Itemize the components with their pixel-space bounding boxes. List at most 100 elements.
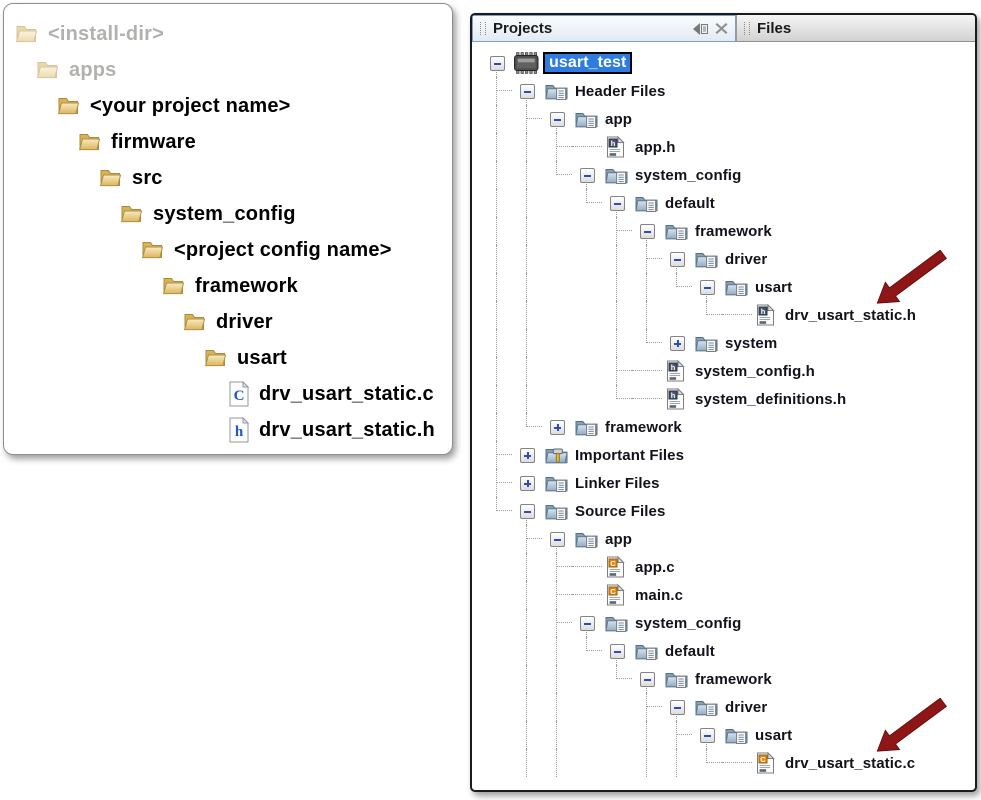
- collapse-minus-icon[interactable]: [639, 671, 655, 687]
- tree-node-label[interactable]: Linker Files: [575, 474, 660, 492]
- file-h-icon[interactable]: h: [752, 301, 780, 329]
- tree-row[interactable]: C main.c: [472, 581, 975, 609]
- folder-important-icon[interactable]: [542, 441, 570, 469]
- folder-icon[interactable]: [572, 413, 600, 441]
- folder-icon[interactable]: [542, 77, 570, 105]
- collapse-minus-icon[interactable]: [489, 55, 505, 71]
- tree-node-label[interactable]: default: [665, 642, 715, 660]
- folder-icon[interactable]: [602, 609, 630, 637]
- tree-row[interactable]: system_config: [472, 609, 975, 637]
- tree-node-label[interactable]: system: [725, 334, 778, 352]
- tab-files[interactable]: Files: [736, 15, 975, 42]
- expand-plus-icon[interactable]: [669, 335, 685, 351]
- tree-row[interactable]: default: [472, 189, 975, 217]
- folder-icon[interactable]: [692, 693, 720, 721]
- tree-row[interactable]: driver: [472, 693, 975, 721]
- file-c-icon[interactable]: C: [602, 581, 630, 609]
- tree-node-label[interactable]: system_config: [635, 614, 742, 632]
- tree-node-label[interactable]: system_config: [635, 166, 742, 184]
- folder-icon[interactable]: [602, 161, 630, 189]
- tree-row[interactable]: h system_definitions.h: [472, 385, 975, 413]
- tree-row[interactable]: framework: [472, 217, 975, 245]
- tree-node-label[interactable]: usart: [755, 278, 793, 296]
- tree-node-label[interactable]: usart: [755, 726, 793, 744]
- folder-icon[interactable]: [632, 189, 660, 217]
- tree-row[interactable]: Linker Files: [472, 469, 975, 497]
- tree-node-label[interactable]: drv_usart_static.c: [785, 754, 916, 772]
- folder-icon[interactable]: [542, 469, 570, 497]
- tree-row[interactable]: driver: [472, 245, 975, 273]
- tree-row[interactable]: C app.c: [472, 553, 975, 581]
- expand-plus-icon[interactable]: [549, 419, 565, 435]
- folder-icon[interactable]: [572, 105, 600, 133]
- tree-row[interactable]: Important Files: [472, 441, 975, 469]
- tree-row[interactable]: Source Files: [472, 497, 975, 525]
- tree-row[interactable]: system: [472, 329, 975, 357]
- tree-node-label[interactable]: main.c: [635, 586, 684, 604]
- file-c-icon[interactable]: C: [602, 553, 630, 581]
- tree-row[interactable]: usart: [472, 273, 975, 301]
- tree-node-label[interactable]: framework: [695, 670, 772, 688]
- collapse-minus-icon[interactable]: [669, 251, 685, 267]
- tree-node-label[interactable]: system_config.h: [695, 362, 815, 380]
- tree-node-label[interactable]: app: [605, 110, 632, 128]
- tree-node-label[interactable]: app: [605, 530, 632, 548]
- tree-node-label[interactable]: driver: [725, 698, 768, 716]
- tree-node-label[interactable]: Source Files: [575, 502, 666, 520]
- file-h-icon[interactable]: h: [662, 385, 690, 413]
- collapse-minus-icon[interactable]: [609, 643, 625, 659]
- folder-icon[interactable]: [692, 245, 720, 273]
- chip-icon[interactable]: [512, 49, 540, 77]
- collapse-minus-icon[interactable]: [579, 167, 595, 183]
- collapse-minus-icon[interactable]: [699, 727, 715, 743]
- tree-node-label[interactable]: driver: [725, 250, 768, 268]
- tree-row[interactable]: system_config: [472, 161, 975, 189]
- collapse-minus-icon[interactable]: [519, 83, 535, 99]
- tree-node-label[interactable]: app.h: [635, 138, 676, 156]
- tree-row[interactable]: framework: [472, 665, 975, 693]
- file-c-icon[interactable]: C: [752, 749, 780, 777]
- collapse-minus-icon[interactable]: [549, 111, 565, 127]
- folder-icon[interactable]: [662, 217, 690, 245]
- folder-icon[interactable]: [632, 637, 660, 665]
- file-h-icon[interactable]: h: [602, 133, 630, 161]
- folder-icon[interactable]: [722, 721, 750, 749]
- collapse-minus-icon[interactable]: [609, 195, 625, 211]
- tree-row[interactable]: h app.h: [472, 133, 975, 161]
- close-icon[interactable]: [715, 22, 728, 35]
- tree-row[interactable]: usart_test: [472, 49, 975, 77]
- tree-node-label[interactable]: system_definitions.h: [695, 390, 847, 408]
- tree-row[interactable]: usart: [472, 721, 975, 749]
- file-h-icon[interactable]: h: [662, 357, 690, 385]
- tree-node-label[interactable]: framework: [695, 222, 772, 240]
- tree-row[interactable]: framework: [472, 413, 975, 441]
- collapse-minus-icon[interactable]: [549, 531, 565, 547]
- tree-row[interactable]: C drv_usart_static.c: [472, 749, 975, 777]
- dock-left-icon[interactable]: [693, 22, 709, 35]
- tree-node-label[interactable]: Header Files: [575, 82, 666, 100]
- folder-icon[interactable]: [662, 665, 690, 693]
- expand-plus-icon[interactable]: [519, 475, 535, 491]
- tree-row[interactable]: h system_config.h: [472, 357, 975, 385]
- folder-icon[interactable]: [722, 273, 750, 301]
- collapse-minus-icon[interactable]: [639, 223, 655, 239]
- tree-node-label[interactable]: default: [665, 194, 715, 212]
- tree-node-label[interactable]: Important Files: [575, 446, 685, 464]
- tree-node-label[interactable]: app.c: [635, 558, 675, 576]
- expand-plus-icon[interactable]: [519, 447, 535, 463]
- collapse-minus-icon[interactable]: [699, 279, 715, 295]
- collapse-minus-icon[interactable]: [579, 615, 595, 631]
- tree-node-label[interactable]: drv_usart_static.h: [785, 306, 917, 324]
- collapse-minus-icon[interactable]: [669, 699, 685, 715]
- folder-icon[interactable]: [542, 497, 570, 525]
- tree-row[interactable]: app: [472, 105, 975, 133]
- tree-node-label-selected[interactable]: usart_test: [543, 52, 633, 74]
- folder-icon[interactable]: [692, 329, 720, 357]
- collapse-minus-icon[interactable]: [519, 503, 535, 519]
- tree-node-label[interactable]: framework: [605, 418, 682, 436]
- tree-row[interactable]: Header Files: [472, 77, 975, 105]
- tab-projects[interactable]: Projects: [472, 15, 736, 42]
- tree-row[interactable]: h drv_usart_static.h: [472, 301, 975, 329]
- tree-row[interactable]: app: [472, 525, 975, 553]
- folder-icon[interactable]: [572, 525, 600, 553]
